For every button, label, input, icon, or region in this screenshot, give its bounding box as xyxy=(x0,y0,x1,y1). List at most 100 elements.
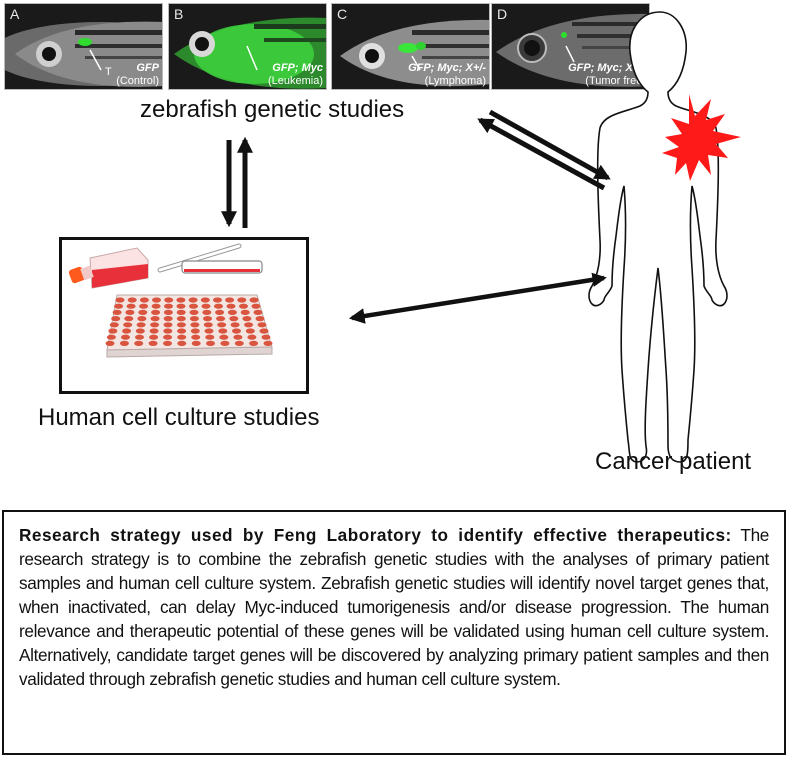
plate-well xyxy=(163,340,172,346)
plate-well xyxy=(234,340,244,346)
plate-well xyxy=(149,334,159,340)
plate-well xyxy=(202,309,212,315)
plate-well xyxy=(176,297,186,303)
plate-well xyxy=(105,340,115,346)
plate-well xyxy=(127,297,137,303)
plate-well xyxy=(148,340,158,346)
plate-well xyxy=(214,303,223,309)
plate-well xyxy=(213,297,222,303)
plate-well xyxy=(164,297,174,303)
plate-well xyxy=(119,340,129,346)
plate-well xyxy=(189,303,198,309)
plate-well xyxy=(177,328,187,334)
plate-well xyxy=(220,340,230,346)
plate-well xyxy=(149,328,159,334)
plate-well xyxy=(230,322,240,328)
plate-well xyxy=(176,309,186,315)
description-heading: Research strategy used by Feng Laborator… xyxy=(19,525,732,545)
zebrafish-panel-b: B GFP; Myc (Leukemia) xyxy=(168,3,327,90)
plate-well xyxy=(152,297,161,303)
plate-well xyxy=(188,297,198,303)
plate-well xyxy=(216,316,226,322)
plate-well xyxy=(237,297,247,303)
cancer-patient-label: Cancer patient xyxy=(595,448,752,475)
plate-well xyxy=(253,309,263,315)
plate-well xyxy=(191,334,201,340)
zebrafish-studies-label: zebrafish genetic studies xyxy=(140,96,405,123)
plate-well xyxy=(163,322,173,328)
panel-condition: (Control) xyxy=(116,75,159,87)
plate-well xyxy=(249,297,259,303)
arrow-cell-to-patient xyxy=(348,272,607,324)
plate-well xyxy=(176,316,186,322)
plate-well xyxy=(204,328,214,334)
plate-well xyxy=(227,309,237,315)
plate-well xyxy=(114,303,124,309)
plate-well xyxy=(203,322,213,328)
plate-well xyxy=(247,334,257,340)
plate-well xyxy=(163,328,173,334)
plate-well xyxy=(255,316,265,322)
plate-well xyxy=(123,322,133,328)
plate-well xyxy=(137,316,147,322)
plate-well xyxy=(218,328,228,334)
plate-well xyxy=(109,322,119,328)
fish-image-lymphoma xyxy=(340,19,489,87)
well-plate-icon xyxy=(105,294,273,358)
patient-figure xyxy=(588,11,741,463)
plate-well xyxy=(190,322,200,328)
culture-flask-icon xyxy=(68,247,149,289)
plate-well xyxy=(203,316,212,322)
plate-well xyxy=(138,309,148,315)
plate-well xyxy=(200,297,210,303)
plate-well xyxy=(225,297,235,303)
plate-well xyxy=(191,340,201,346)
tumor-marker: T xyxy=(105,66,112,78)
plate-well xyxy=(226,303,236,309)
plate-well xyxy=(150,316,160,322)
plate-well xyxy=(151,303,161,309)
plate-well xyxy=(163,316,173,322)
plate-well xyxy=(219,334,229,340)
cell-culture-box xyxy=(59,237,309,394)
plate-well xyxy=(135,334,144,340)
plate-well xyxy=(134,340,144,346)
plate-well xyxy=(263,340,273,346)
tumor-starburst-icon xyxy=(662,94,741,181)
plate-well xyxy=(215,309,225,315)
plate-well xyxy=(176,322,186,328)
plate-well xyxy=(151,309,161,315)
plate-well xyxy=(233,334,243,340)
plate-well xyxy=(139,303,149,309)
cell-culture-illustration xyxy=(68,243,273,358)
plate-well xyxy=(242,316,252,322)
plate-well xyxy=(126,303,136,309)
arrow-zebrafish-to-patient xyxy=(488,109,611,181)
plate-well xyxy=(245,328,255,334)
panel-genotype: GFP xyxy=(136,62,159,74)
plate-well xyxy=(112,309,122,315)
plate-well xyxy=(124,316,134,322)
panel-genotype: GFP; Myc; X+/- xyxy=(568,62,646,74)
panel-letter: D xyxy=(497,6,508,22)
plate-well xyxy=(244,322,254,328)
plate-well xyxy=(139,297,149,303)
plate-well xyxy=(176,303,186,309)
plate-well xyxy=(177,340,187,346)
plate-well xyxy=(163,309,173,315)
plate-well xyxy=(111,316,121,322)
description-body: The research strategy is to combine the … xyxy=(19,525,769,689)
cell-culture-label: Human cell culture studies xyxy=(38,404,320,431)
fish-image-leukemia xyxy=(174,17,326,89)
arrow-patient-to-zebrafish xyxy=(477,117,606,191)
plate-well xyxy=(240,309,250,315)
zebrafish-panel-c: C GFP; Myc; X+/- (Lymphoma) xyxy=(331,3,490,90)
plate-well xyxy=(125,309,135,315)
plate-well xyxy=(205,334,215,340)
plate-well xyxy=(206,340,215,346)
fish-image-control xyxy=(5,21,162,87)
plate-well xyxy=(229,316,239,322)
plate-well xyxy=(239,303,248,309)
panel-condition: (Tumor free) xyxy=(585,75,646,87)
plate-well xyxy=(150,322,160,328)
